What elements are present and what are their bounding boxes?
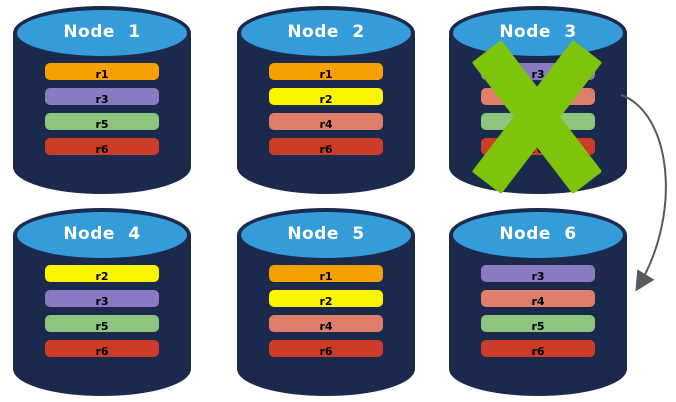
node-5: Node 5 r1 r2 r4 r6 — [237, 208, 415, 396]
cylinder-top: Node 2 — [237, 6, 415, 60]
replica-bar: r4 — [269, 315, 383, 333]
node-2: Node 2 r1 r2 r4 r6 — [237, 6, 415, 194]
replica-bar: r5 — [45, 315, 159, 333]
replica-label: r6 — [95, 143, 109, 156]
failure-x-icon — [471, 39, 603, 195]
replica-bar: r5 — [481, 315, 595, 333]
node-title: Node 6 — [499, 224, 577, 244]
replica-bar: r4 — [481, 290, 595, 308]
cylinder-top: Node 4 — [13, 208, 191, 262]
replica-bar: r3 — [45, 88, 159, 106]
replica-bar: r2 — [269, 88, 383, 106]
replica-bar: r1 — [269, 63, 383, 81]
replica-bar: r2 — [269, 290, 383, 308]
replica-label: r6 — [319, 345, 333, 358]
replica-label: r6 — [531, 345, 545, 358]
replica-bar: r1 — [269, 265, 383, 283]
replica-bar: r4 — [269, 113, 383, 131]
replica-label: r1 — [319, 68, 333, 81]
replica-bar: r5 — [45, 113, 159, 131]
replica-bar: r6 — [45, 138, 159, 156]
arrow-path — [620, 94, 667, 292]
node-title: Node 5 — [287, 224, 365, 244]
replica-label: r1 — [95, 68, 109, 81]
replica-list: r3 r4 r5 r6 — [449, 265, 627, 358]
replica-label: r2 — [319, 93, 333, 106]
replica-bar: r1 — [45, 63, 159, 81]
replica-label: r2 — [319, 295, 333, 308]
replica-list: r1 r2 r4 r6 — [237, 265, 415, 358]
node-title: Node 1 — [63, 22, 141, 42]
node-4: Node 4 r2 r3 r5 r6 — [13, 208, 191, 396]
node-6: Node 6 r3 r4 r5 r6 — [449, 208, 627, 396]
cylinder-top: Node 6 — [449, 208, 627, 262]
cylinder-top: Node 3 — [449, 6, 627, 60]
replica-bar: r6 — [269, 138, 383, 156]
replica-list: r2 r3 r5 r6 — [13, 265, 191, 358]
replica-label: r1 — [319, 270, 333, 283]
replica-list: r1 r3 r5 r6 — [13, 63, 191, 156]
node-title: Node 2 — [287, 22, 365, 42]
replica-label: r5 — [531, 320, 545, 333]
replica-label: r5 — [95, 118, 109, 131]
replica-bar: r6 — [269, 340, 383, 358]
cylinder-top: Node 5 — [237, 208, 415, 262]
replica-label: r3 — [531, 68, 545, 81]
replica-bar: r3 — [45, 290, 159, 308]
replica-label: r5 — [95, 320, 109, 333]
replica-label: r4 — [319, 320, 333, 333]
replica-bar: r6 — [45, 340, 159, 358]
replica-label: r2 — [95, 270, 109, 283]
node-1: Node 1 r1 r3 r5 r6 — [13, 6, 191, 194]
replica-label: r6 — [95, 345, 109, 358]
replica-label: r3 — [95, 93, 109, 106]
replica-label: r3 — [95, 295, 109, 308]
replica-label: r4 — [319, 118, 333, 131]
node-3: Node 3 r3 r4 r5 r6 — [449, 6, 627, 195]
node-title: Node 3 — [499, 22, 577, 42]
replica-list: r1 r2 r4 r6 — [237, 63, 415, 156]
replica-label: r3 — [531, 270, 545, 283]
replica-bar: r3 — [481, 265, 595, 283]
replica-label: r6 — [319, 143, 333, 156]
replica-label: r4 — [531, 295, 545, 308]
node-title: Node 4 — [63, 224, 141, 244]
replica-bar: r2 — [45, 265, 159, 283]
replica-bar: r6 — [481, 340, 595, 358]
cylinder-top: Node 1 — [13, 6, 191, 60]
